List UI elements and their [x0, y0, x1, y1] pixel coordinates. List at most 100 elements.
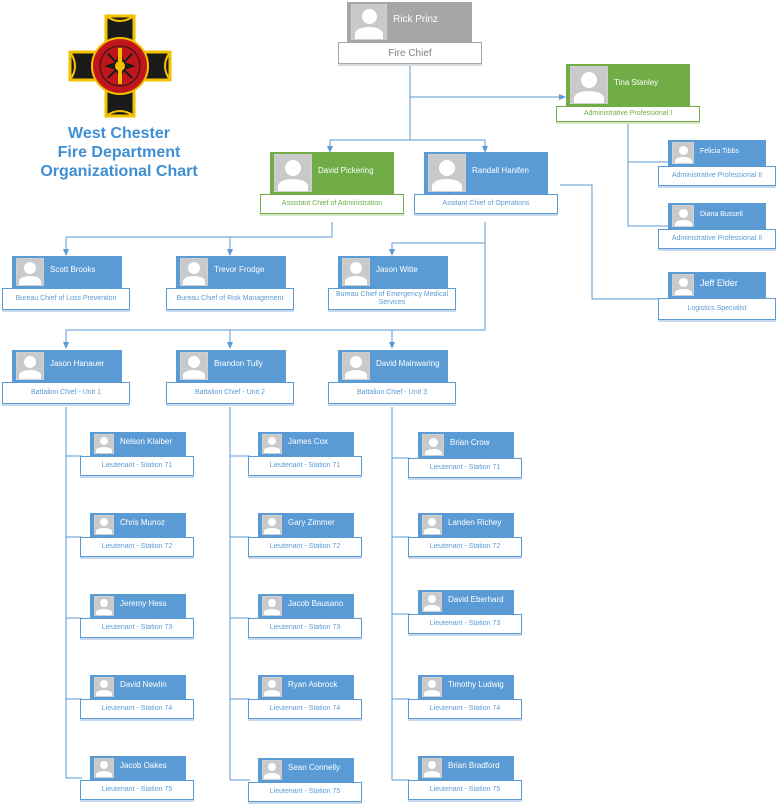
- person-name: Chris Munoz: [120, 518, 165, 527]
- node-header: Trevor Frodge: [176, 256, 286, 288]
- person-name: Sean Connelly: [288, 763, 341, 772]
- person-role: Assitant Chief of Operations: [414, 194, 558, 214]
- person-photo-icon: [351, 4, 387, 40]
- person-role: Lieutenant - Station 73: [80, 618, 194, 638]
- node-header: Jacob Oakes: [90, 756, 186, 780]
- node-header: Brandon Tully: [176, 350, 286, 382]
- person-role: Lieutenant - Station 74: [248, 699, 362, 719]
- person-photo-icon: [262, 596, 282, 616]
- person-photo-icon: [672, 274, 694, 296]
- person-name: Nelson Klaiber: [120, 437, 173, 446]
- node-header: Timothy Ludwig: [418, 675, 514, 699]
- person-photo-icon: [262, 515, 282, 535]
- node-header: Sean Connelly: [258, 758, 354, 782]
- person-role: Lieutenant - Station 72: [248, 537, 362, 557]
- person-name: Jeff Elder: [700, 278, 738, 288]
- person-name: Jason Witte: [376, 265, 418, 274]
- person-name: Brian Bradford: [448, 761, 500, 770]
- person-photo-icon: [16, 352, 44, 380]
- person-role: Bureau Chief of Emergency Medical Servic…: [328, 288, 456, 310]
- person-photo-icon: [94, 434, 114, 454]
- person-photo-icon: [16, 258, 44, 286]
- person-photo-icon: [422, 434, 444, 456]
- person-role: Battalion Chief - Unit 3: [328, 382, 456, 404]
- node-header: Chris Munoz: [90, 513, 186, 537]
- person-role: Lieutenant - Station 73: [408, 614, 522, 634]
- node-header: Jacob Bausano: [258, 594, 354, 618]
- person-photo-icon: [342, 258, 370, 286]
- node-header: Scott Brooks: [12, 256, 122, 288]
- title-line-1: West Chester: [68, 125, 170, 142]
- node-header: James Cox: [258, 432, 354, 456]
- fire-dept-logo: [68, 14, 172, 118]
- person-name: Brandon Tully: [214, 359, 263, 368]
- person-role: Lieutenant - Station 74: [408, 699, 522, 719]
- person-role: Logistics Specialist: [658, 298, 776, 320]
- person-name: Ryan Asbrock: [288, 680, 338, 689]
- node-header: Felicia Tibbs: [668, 140, 766, 166]
- person-name: Jacob Oakes: [120, 761, 167, 770]
- person-name: Rick Prinz: [393, 14, 439, 25]
- person-photo-icon: [180, 258, 208, 286]
- node-header: Brian Bradford: [418, 756, 514, 780]
- person-name: Brian Crow: [450, 438, 490, 447]
- node-header: Randall Hanifen: [424, 152, 548, 194]
- person-role: Fire Chief: [338, 42, 482, 64]
- person-photo-icon: [422, 515, 442, 535]
- person-photo-icon: [428, 154, 466, 192]
- person-name: Timothy Ludwig: [448, 680, 504, 689]
- person-role: Lieutenant - Station 71: [408, 458, 522, 478]
- node-header: David Pickering: [270, 152, 394, 194]
- person-role: Administrative Professional I: [556, 106, 700, 122]
- node-header: Jeff Elder: [668, 272, 766, 298]
- node-header: Diana Bussell: [668, 203, 766, 229]
- person-photo-icon: [94, 677, 114, 697]
- person-role: Bureau Chief of Loss Prevention: [2, 288, 130, 310]
- person-role: Battalion Chief - Unit 2: [166, 382, 294, 404]
- person-role: Lieutenant - Station 72: [80, 537, 194, 557]
- node-header: Gary Zimmer: [258, 513, 354, 537]
- person-role: Lieutenant - Station 75: [248, 782, 362, 802]
- person-role: Lieutenant - Station 71: [248, 456, 362, 476]
- person-role: Lieutenant - Station 71: [80, 456, 194, 476]
- person-name: David Eberhard: [448, 595, 504, 604]
- node-header: Jeremy Hess: [90, 594, 186, 618]
- node-header: Brian Crow: [418, 432, 514, 458]
- person-role: Lieutenant - Station 74: [80, 699, 194, 719]
- person-name: David Pickering: [318, 166, 374, 175]
- person-photo-icon: [422, 592, 442, 612]
- person-name: Tina Stanley: [614, 78, 659, 87]
- person-photo-icon: [94, 758, 114, 778]
- node-header: David Mainwaring: [338, 350, 448, 382]
- person-photo-icon: [180, 352, 208, 380]
- node-header: Jason Witte: [338, 256, 448, 288]
- person-photo-icon: [570, 66, 608, 104]
- title-line-3: Organizational Chart: [40, 163, 198, 180]
- person-name: Gary Zimmer: [288, 518, 335, 527]
- person-photo-icon: [94, 515, 114, 535]
- person-name: Jacob Bausano: [288, 599, 344, 608]
- node-header: David Eberhard: [418, 590, 514, 614]
- node-header: Ryan Asbrock: [258, 675, 354, 699]
- person-photo-icon: [422, 758, 442, 778]
- person-name: Trevor Frodge: [214, 265, 265, 274]
- person-name: David Mainwaring: [376, 359, 440, 368]
- person-role: Lieutenant - Station 75: [408, 780, 522, 800]
- node-header: Nelson Klaiber: [90, 432, 186, 456]
- person-role: Battalion Chief - Unit 1: [2, 382, 130, 404]
- node-header: David Newlin: [90, 675, 186, 699]
- person-name: Felicia Tibbs: [700, 148, 739, 155]
- person-photo-icon: [422, 677, 442, 697]
- person-name: Randall Hanifen: [472, 166, 529, 175]
- person-name: Jeremy Hess: [120, 599, 167, 608]
- person-role: Lieutenant - Station 73: [248, 618, 362, 638]
- person-photo-icon: [262, 677, 282, 697]
- person-role: Administrative Professional II: [658, 166, 776, 186]
- person-role: Administrative Professional II: [658, 229, 776, 249]
- chart-title: West Chester Fire Department Organizatio…: [14, 124, 224, 181]
- title-line-2: Fire Department: [57, 144, 181, 161]
- person-role: Lieutenant - Station 75: [80, 780, 194, 800]
- person-role: Bureau Chief of Risk Management: [166, 288, 294, 310]
